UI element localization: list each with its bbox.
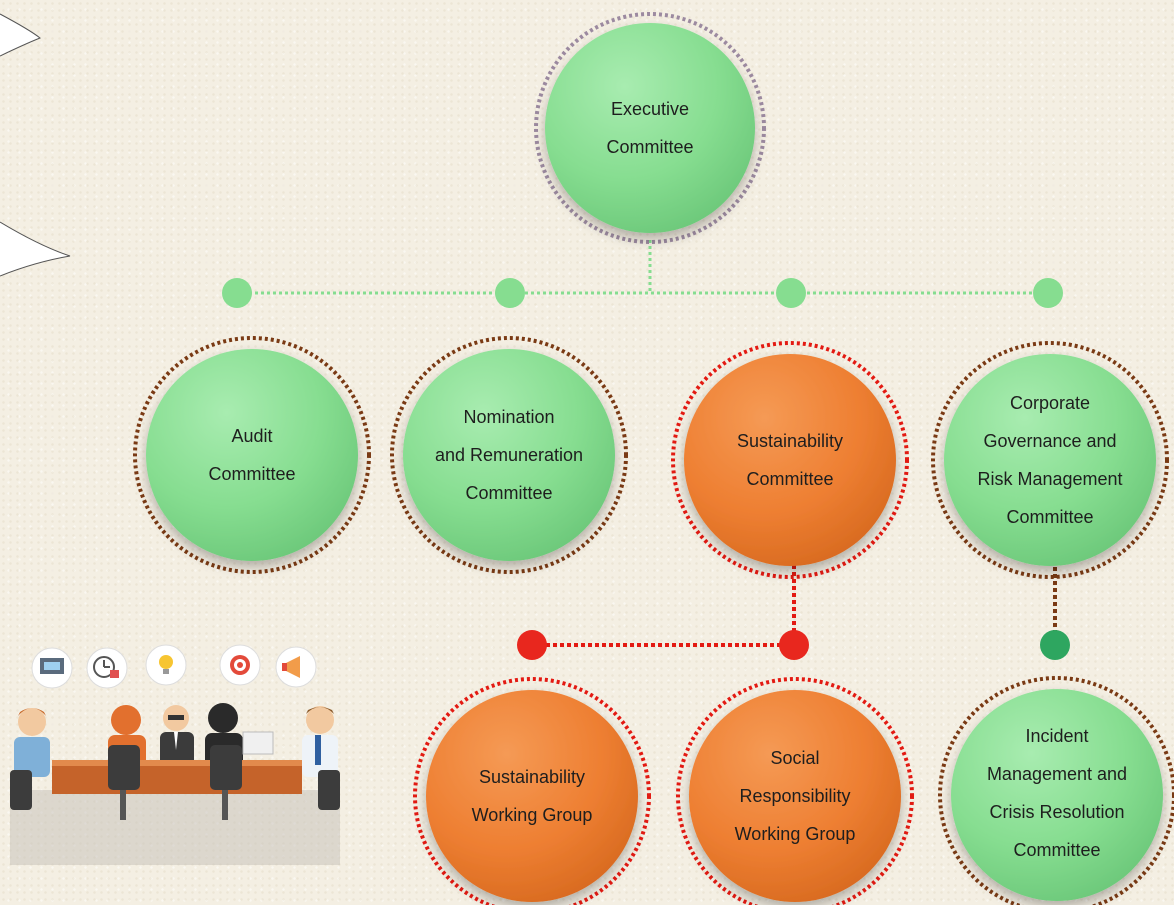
node-incident <box>938 676 1174 905</box>
junction-dot-corporate <box>1033 278 1063 308</box>
meeting-illustration <box>10 644 340 865</box>
person-5 <box>302 706 338 777</box>
node-sustainability <box>671 341 909 579</box>
speech-bubble-outline-bottom <box>0 221 71 277</box>
node-sust-wg <box>413 677 651 905</box>
node-executive <box>534 12 766 244</box>
junction-dot-incident <box>1040 630 1070 660</box>
junction-dot-sust-wg <box>517 630 547 660</box>
floor-reflection <box>10 790 340 865</box>
chair <box>318 770 340 810</box>
junction-dot-sustainability <box>776 278 806 308</box>
node-audit <box>133 336 371 574</box>
target-icon <box>219 644 261 686</box>
chair <box>10 770 32 810</box>
junction-dot-nomination <box>495 278 525 308</box>
node-corporate <box>931 341 1169 579</box>
lightbulb-icon <box>145 644 187 686</box>
monitor-icon <box>31 647 73 689</box>
chair <box>210 745 242 790</box>
clock-icon <box>86 647 128 689</box>
node-nomination <box>390 336 628 574</box>
speech-bubble-outline-top <box>0 13 41 57</box>
junction-dot-audit <box>222 278 252 308</box>
megaphone-icon <box>275 646 317 688</box>
person-1 <box>14 708 50 777</box>
node-social-wg <box>676 677 914 905</box>
junction-dots <box>222 278 1070 660</box>
junction-dot-social-wg <box>779 630 809 660</box>
chair <box>108 745 140 790</box>
